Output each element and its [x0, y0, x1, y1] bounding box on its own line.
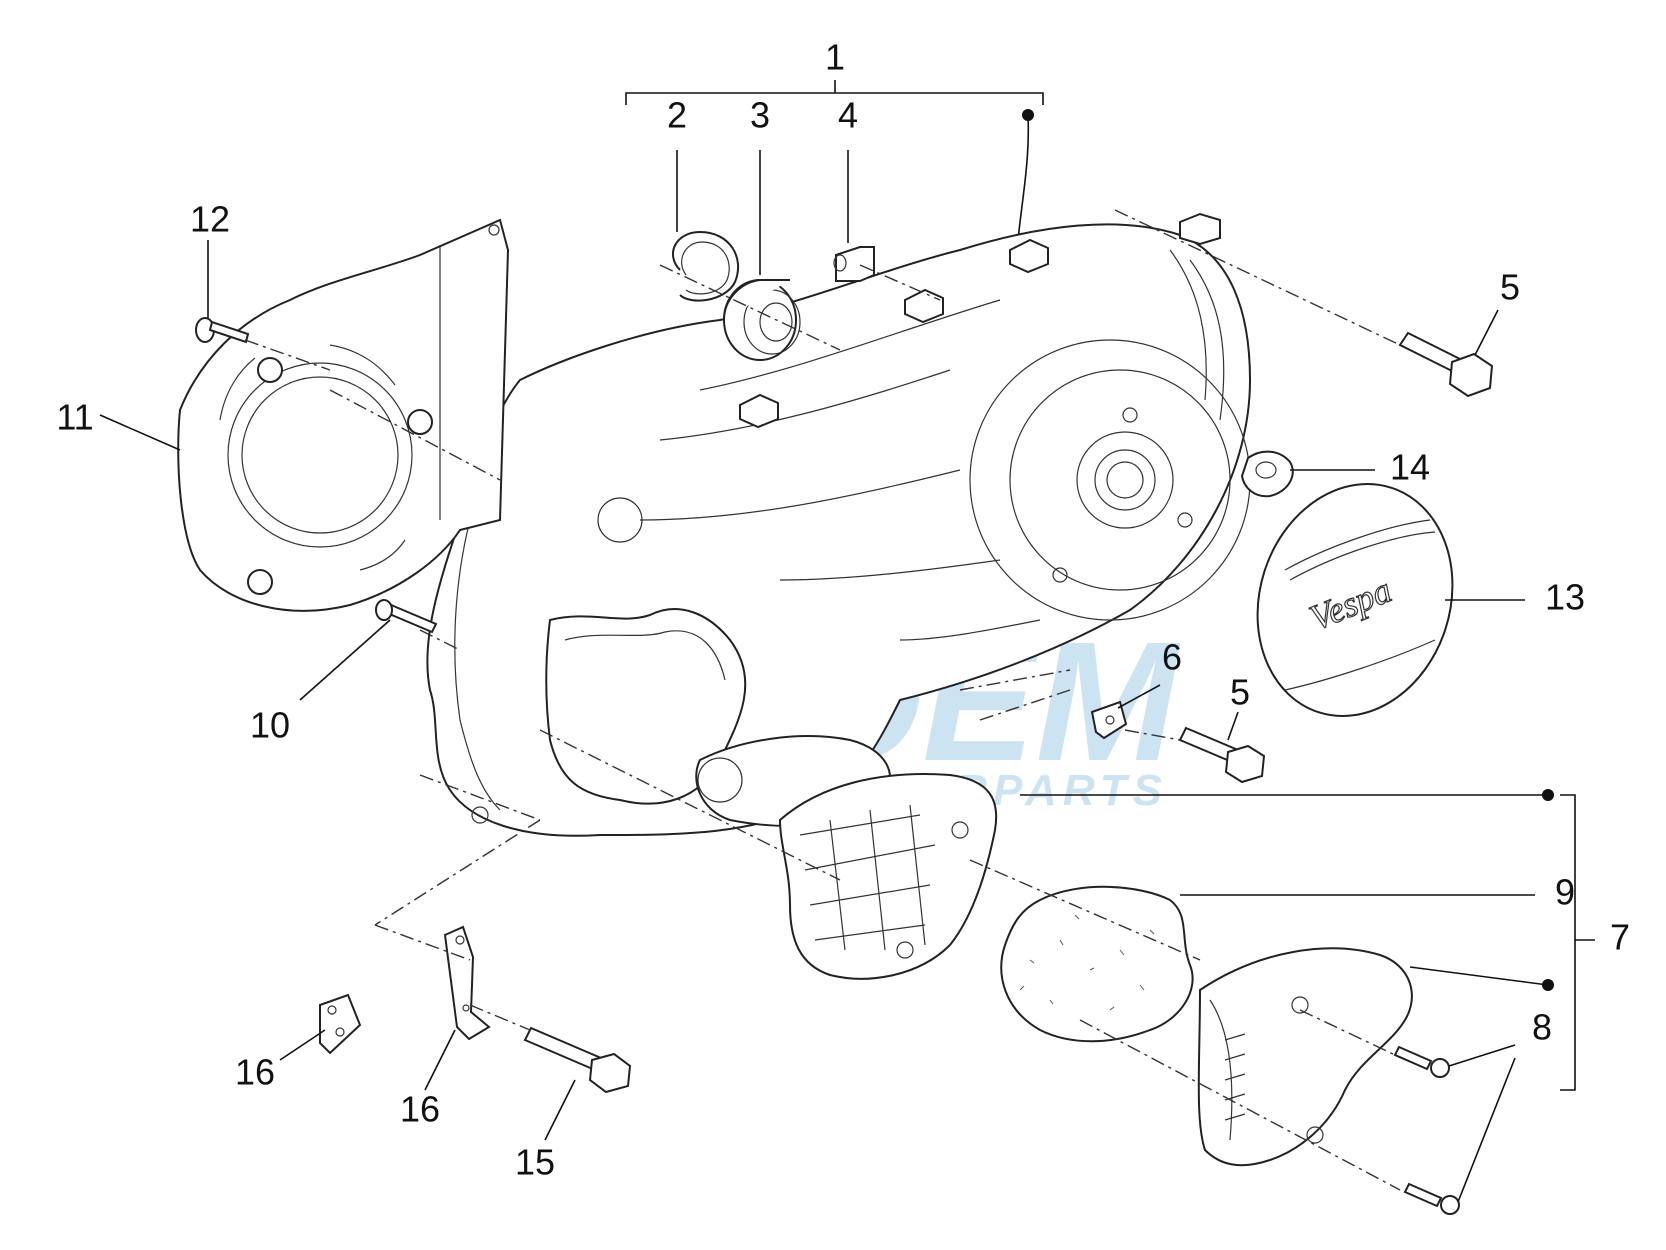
transmission-cover: [426, 212, 1252, 837]
callout-3: 3: [750, 95, 770, 136]
screw-part-12: [195, 240, 250, 344]
callout-16-right: 16: [400, 1089, 440, 1130]
callout-labels: 1 2 3 4 5 5 6 7 8 9 10 11 12 13 14 15 16…: [56, 37, 1630, 1183]
dowel-pin-part-4: [833, 150, 875, 282]
clip-part-6: [1090, 684, 1161, 740]
cap-part-14: [1240, 450, 1375, 498]
callout-4: 4: [838, 95, 858, 136]
callout-14: 14: [1390, 447, 1430, 488]
callout-5-upper: 5: [1500, 267, 1520, 308]
callout-8: 8: [1532, 1007, 1552, 1048]
bolt-part-5-lower: [1178, 711, 1266, 784]
callout-9: 9: [1555, 872, 1575, 913]
callout-5-lower: 5: [1230, 672, 1250, 713]
screw-part-10: [299, 599, 438, 701]
callout-6: 6: [1162, 637, 1182, 678]
callout-10: 10: [250, 705, 290, 746]
assembly-bracket-7: [1020, 789, 1595, 1091]
screw-part-8-b: [1403, 1182, 1460, 1215]
bracket-part-16-a: [279, 993, 362, 1061]
circlip-part-2: [671, 150, 740, 302]
logo-cover-part-13: Vespa: [1256, 482, 1525, 718]
callout-11: 11: [56, 397, 93, 438]
bolt-part-15: [523, 1026, 632, 1141]
callout-13: 13: [1545, 577, 1585, 618]
filter-housing-rear: [1197, 947, 1413, 1167]
leader-8b: [1457, 1057, 1516, 1203]
filter-housing-front: [778, 773, 998, 980]
bolt-part-5-upper: [1398, 309, 1499, 398]
bearing-part-3: [723, 150, 801, 361]
callout-7: 7: [1610, 917, 1630, 958]
shield-plate-part-11: [99, 218, 510, 612]
sponge-texture: [1019, 914, 1155, 1011]
screw-part-8-a: [1393, 1045, 1450, 1078]
sponge-filter-part-9: [1000, 885, 1535, 1043]
callout-1: 1: [825, 37, 845, 78]
callout-12: 12: [190, 199, 230, 240]
assembly-bracket-1: [625, 80, 1044, 241]
leader-8a: [1448, 1044, 1516, 1067]
callout-2: 2: [667, 95, 687, 136]
assembly-axes: [244, 209, 1401, 1191]
callout-16-left: 16: [235, 1052, 275, 1093]
callout-15: 15: [515, 1142, 555, 1183]
